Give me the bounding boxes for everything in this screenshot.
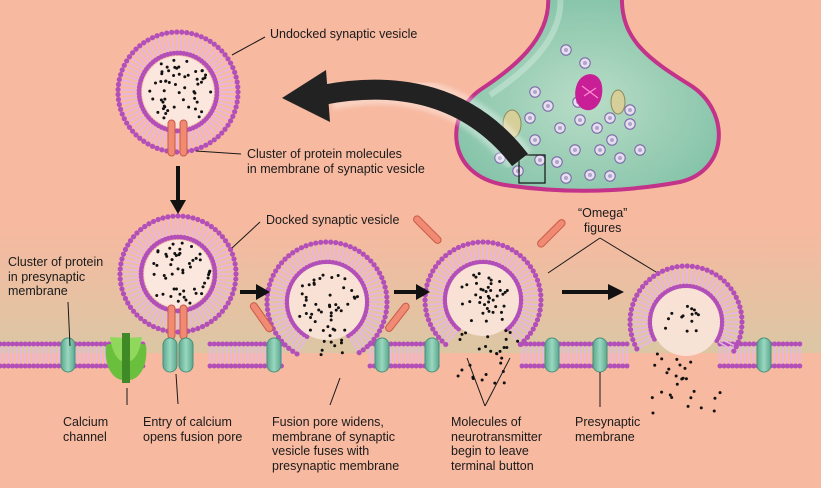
membrane-channel-icon <box>178 337 194 373</box>
label-entry-calcium: Entry of calcium opens fusion pore <box>143 415 243 444</box>
label-cluster-presynaptic: Cluster of protein in presynaptic membra… <box>8 255 104 298</box>
label-docked-vesicle: Docked synaptic vesicle <box>266 213 400 227</box>
calcium-channel-icon <box>105 333 147 383</box>
label-calcium-channel: Calcium channel <box>63 415 109 444</box>
label-neurotransmitter-molecules: Molecules of neurotransmitter begin to l… <box>451 415 543 473</box>
membrane-channel-icon <box>424 337 440 373</box>
neurotransmitter-dot-icon <box>148 58 722 415</box>
label-omega-figures: “Omega” figures <box>578 206 628 235</box>
fusion-vesicle-3 <box>627 263 745 356</box>
membrane-channel-icon <box>266 337 282 373</box>
membrane-channel-icon <box>592 337 608 373</box>
label-fusion-pore: Fusion pore widens, membrane of synaptic… <box>272 415 400 473</box>
label-cluster-vesicle: Cluster of protein molecules in membrane… <box>247 147 425 176</box>
membrane-channel-icon <box>544 337 560 373</box>
zoom-arrow-head <box>282 70 330 122</box>
membrane-channel-icon <box>162 337 178 373</box>
fusion-vesicle-1 <box>264 239 390 357</box>
process-arrows <box>170 166 624 300</box>
protein-cluster-icon <box>167 119 566 340</box>
mitochondrion-icon <box>502 89 626 139</box>
terminal-button-icon <box>454 0 721 193</box>
leader-lines <box>67 36 657 407</box>
label-presynaptic-membrane: Presynaptic membrane <box>575 415 641 444</box>
membrane-channel-icon <box>374 337 390 373</box>
zoom-arrow-body <box>320 79 528 167</box>
label-undocked-vesicle: Undocked synaptic vesicle <box>270 27 418 41</box>
membrane-channel-icon <box>60 337 76 373</box>
golgi-icon <box>575 74 603 111</box>
docked-vesicle <box>117 213 239 335</box>
membrane-channel-icon <box>756 337 772 373</box>
zoom-box <box>518 154 546 184</box>
